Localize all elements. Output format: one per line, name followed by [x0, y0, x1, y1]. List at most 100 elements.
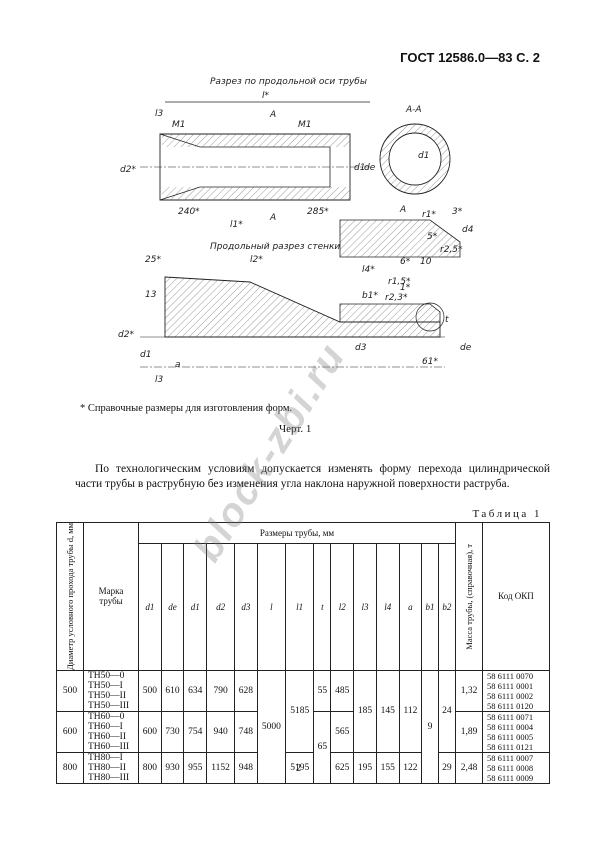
cell-diameter: 600 [56, 710, 84, 753]
cell-l4: 145 [375, 669, 400, 753]
label-m1-right: M1 [298, 120, 312, 130]
col-l1: l1 [285, 543, 315, 671]
col-d3: d3 [234, 543, 258, 671]
dim-l1: l1* [230, 220, 243, 230]
dim-61: 61* [422, 357, 438, 367]
cell-a: 122 [398, 751, 423, 784]
cell-l1-b: 5195 [285, 751, 315, 784]
label-a-bottom: A [269, 213, 276, 223]
col-l4: l4 [375, 543, 400, 671]
dim-a: a [175, 360, 181, 370]
dim-t: t [445, 315, 449, 325]
dim-de-wall: de [460, 343, 472, 353]
cell-l2: 485 [330, 669, 355, 712]
page-number: 2 [296, 763, 301, 774]
dim-240: 240* [178, 207, 200, 217]
cell-d2: 790 [206, 669, 236, 712]
cell-d1: 500 [138, 669, 162, 712]
cell-d1b: 754 [183, 710, 208, 753]
figure-caption: Черт. 1 [279, 423, 312, 435]
dim-l: l* [262, 91, 270, 101]
dim-d2-wall: d2* [118, 330, 134, 340]
dim-l3-top: l3 [155, 109, 164, 119]
dim-l4: l4* [362, 265, 375, 275]
dim-l3-wall: l3 [155, 375, 164, 385]
col-a: a [398, 543, 423, 671]
col-l3: l3 [353, 543, 377, 671]
dim-10: 10 [420, 257, 432, 267]
cell-l: 5000 [256, 669, 287, 784]
dim-d2-top: d2* [120, 165, 136, 175]
col-l: l [256, 543, 287, 671]
cell-b2: 24 [437, 669, 457, 753]
cell-b2: 29 [437, 751, 457, 784]
header-okp: Код ОКП [482, 522, 550, 671]
cell-mass: 1,32 [455, 669, 483, 712]
cell-d1: 600 [138, 710, 162, 753]
dim-d1-top: d1 [354, 163, 365, 173]
dim-3: 3* [452, 207, 463, 217]
col-t: t [313, 543, 332, 671]
cell-de: 730 [160, 710, 185, 753]
dim-r25: r2,5* [440, 245, 463, 255]
dim-l2: l2* [250, 255, 263, 265]
label-m1-left: M1 [172, 120, 186, 130]
dim-d4: d4 [462, 225, 474, 235]
dim-d3: d3 [355, 343, 367, 353]
dim-de-top: de [364, 163, 376, 173]
cell-diameter: 800 [56, 751, 84, 784]
cell-a: 112 [398, 669, 423, 753]
table-label: Таблица 1 [472, 508, 542, 520]
document-header-code: ГОСТ 12586.0—83 С. 2 [400, 50, 540, 65]
cell-b1: 9 [421, 669, 439, 784]
dim-r1: r1* [422, 210, 436, 220]
dim-d1-wall: d1 [140, 350, 151, 360]
cell-t: 65 [313, 710, 332, 784]
section-aa-title: А-А [405, 105, 422, 115]
col-b1: b1 [421, 543, 439, 671]
cell-t: 55 [313, 669, 332, 712]
col-b2: b2 [437, 543, 457, 671]
cell-l3: 195 [353, 751, 377, 784]
body-paragraph: По технологическим условиям допускается … [75, 463, 550, 490]
cell-d1b: 955 [183, 751, 208, 784]
pipe-spec-table: Диаметр условного прохода трубы d, мм Ма… [56, 522, 550, 784]
cell-d3: 628 [234, 669, 258, 712]
dim-b1: b1* [362, 291, 378, 301]
footnote: * Справочные размеры для изготовления фо… [80, 403, 293, 414]
table-subheader-row: d1 de d1 d2 d3 l l1 t l2 l3 l4 a b1 b2 [57, 543, 550, 671]
cell-l1-a: 5185 [285, 669, 315, 753]
header-mass: Масса трубы, (справочная), т [464, 543, 474, 650]
header-diameter: Диаметр условного прохода трубы d, мм [65, 523, 75, 670]
cell-l3: 185 [353, 669, 377, 753]
wall-section-title: Продольный разрез стенки [210, 242, 340, 252]
cell-d1: 800 [138, 751, 162, 784]
header-sizes: Размеры трубы, мм [138, 522, 456, 544]
cell-d2: 940 [206, 710, 236, 753]
cell-l2: 625 [330, 751, 355, 784]
col-d2: d2 [206, 543, 236, 671]
aa-a-label: A [399, 205, 406, 215]
header-mark: Марка трубы [83, 522, 139, 671]
dim-285: 285* [307, 207, 329, 217]
cell-d1b: 634 [183, 669, 208, 712]
cell-d2: 1152 [206, 751, 236, 784]
dim-1: 1* [400, 283, 411, 293]
dim-r15: r1,5* [388, 277, 411, 287]
table-header-row: Диаметр условного прохода трубы d, мм Ма… [56, 522, 550, 671]
dim-6: 6* [400, 257, 411, 267]
cell-l2: 565 [330, 710, 355, 753]
aa-d1: d1 [418, 151, 429, 161]
cell-mass: 2,48 [455, 751, 483, 784]
cell-mass: 1,89 [455, 710, 483, 753]
cell-de: 610 [160, 669, 185, 712]
